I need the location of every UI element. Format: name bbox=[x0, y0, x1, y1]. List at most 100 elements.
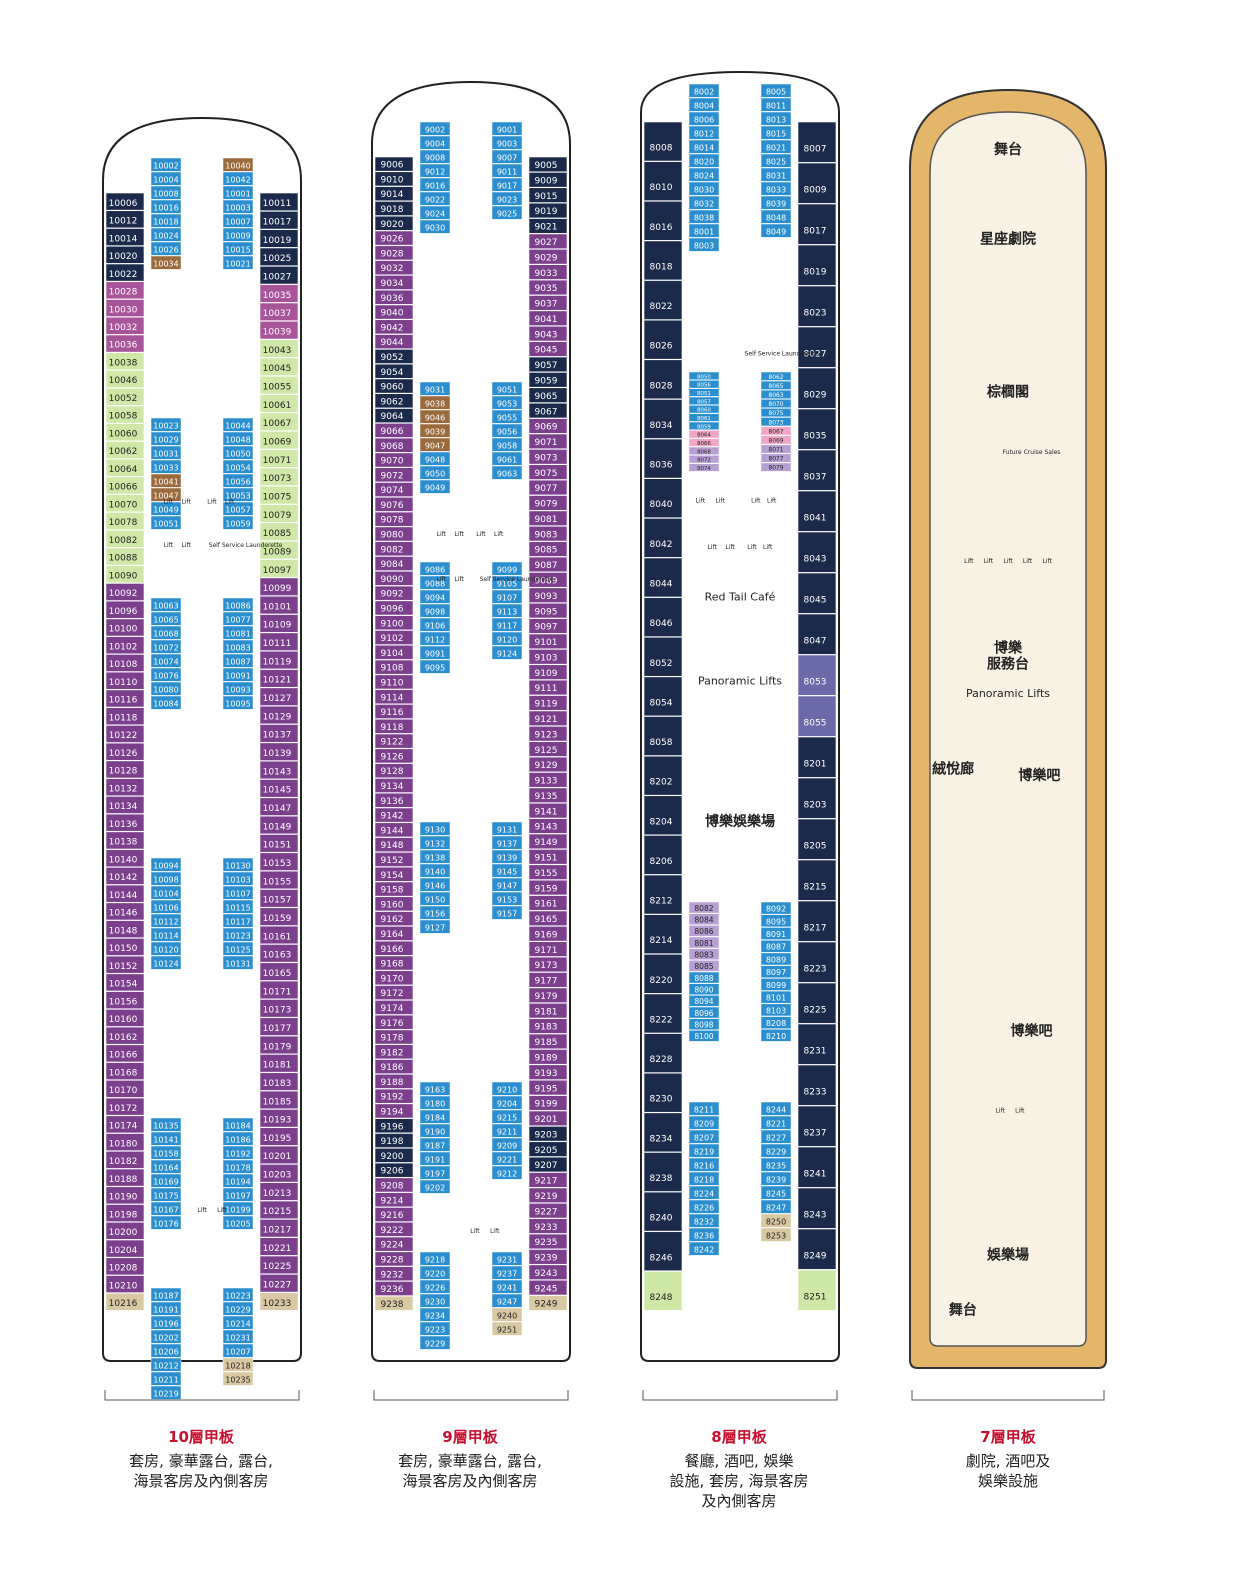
cabin[interactable] bbox=[105, 299, 145, 317]
cabin[interactable] bbox=[222, 157, 254, 172]
cabin[interactable] bbox=[105, 760, 145, 779]
cabin[interactable] bbox=[528, 956, 568, 973]
cabin[interactable] bbox=[259, 375, 299, 395]
cabin[interactable] bbox=[643, 835, 683, 875]
cabin[interactable] bbox=[259, 449, 299, 468]
cabin[interactable] bbox=[374, 792, 414, 808]
cabin[interactable] bbox=[528, 1095, 568, 1111]
cabin[interactable] bbox=[688, 1199, 720, 1214]
cabin[interactable] bbox=[760, 990, 792, 1004]
cabin[interactable] bbox=[150, 171, 182, 186]
cabin[interactable] bbox=[105, 778, 145, 797]
cabin[interactable] bbox=[374, 319, 414, 335]
cabin[interactable] bbox=[419, 835, 451, 850]
cabin[interactable] bbox=[105, 458, 145, 477]
cabin[interactable] bbox=[528, 741, 568, 757]
cabin[interactable] bbox=[491, 575, 523, 590]
cabin[interactable] bbox=[259, 192, 299, 212]
cabin[interactable] bbox=[528, 541, 568, 557]
cabin[interactable] bbox=[374, 334, 414, 350]
cabin[interactable] bbox=[105, 547, 145, 566]
cabin[interactable] bbox=[797, 408, 837, 450]
cabin[interactable] bbox=[419, 849, 451, 864]
cabin[interactable] bbox=[797, 1228, 837, 1270]
cabin[interactable] bbox=[491, 1123, 523, 1138]
cabin[interactable] bbox=[491, 1307, 523, 1322]
cabin[interactable] bbox=[222, 445, 254, 460]
cabin[interactable] bbox=[419, 219, 451, 234]
cabin[interactable] bbox=[419, 645, 451, 660]
cabin[interactable] bbox=[374, 556, 414, 571]
cabin[interactable] bbox=[528, 356, 568, 373]
cabin[interactable] bbox=[150, 473, 182, 488]
cabin[interactable] bbox=[419, 1251, 451, 1266]
cabin[interactable] bbox=[374, 1266, 414, 1282]
cabin[interactable] bbox=[760, 1129, 792, 1144]
cabin[interactable] bbox=[105, 991, 145, 1010]
cabin[interactable] bbox=[528, 295, 568, 311]
cabin[interactable] bbox=[105, 1150, 145, 1169]
cabin[interactable] bbox=[491, 451, 523, 466]
cabin[interactable] bbox=[528, 1264, 568, 1280]
cabin[interactable] bbox=[259, 632, 299, 651]
cabin[interactable] bbox=[374, 423, 414, 438]
cabin[interactable] bbox=[760, 139, 792, 154]
cabin[interactable] bbox=[374, 822, 414, 838]
cabin[interactable] bbox=[688, 380, 720, 389]
cabin[interactable] bbox=[105, 583, 145, 601]
cabin[interactable] bbox=[760, 83, 792, 98]
cabin[interactable] bbox=[491, 177, 523, 192]
cabin[interactable] bbox=[491, 631, 523, 646]
cabin[interactable] bbox=[643, 874, 683, 915]
cabin[interactable] bbox=[688, 1143, 720, 1158]
cabin[interactable] bbox=[259, 211, 299, 230]
cabin[interactable] bbox=[760, 914, 792, 928]
cabin[interactable] bbox=[150, 1357, 182, 1372]
cabin[interactable] bbox=[491, 1137, 523, 1152]
cabin[interactable] bbox=[797, 941, 837, 983]
cabin[interactable] bbox=[528, 587, 568, 603]
cabin[interactable] bbox=[528, 818, 568, 834]
cabin[interactable] bbox=[528, 479, 568, 496]
cabin[interactable] bbox=[259, 1164, 299, 1183]
cabin[interactable] bbox=[105, 565, 145, 584]
cabin[interactable] bbox=[419, 149, 451, 164]
cabin[interactable] bbox=[419, 1109, 451, 1124]
cabin[interactable] bbox=[528, 1002, 568, 1019]
cabin[interactable] bbox=[419, 465, 451, 480]
cabin[interactable] bbox=[797, 490, 837, 532]
cabin[interactable] bbox=[259, 302, 299, 321]
cabin[interactable] bbox=[150, 241, 182, 256]
cabin[interactable] bbox=[105, 494, 145, 513]
cabin[interactable] bbox=[105, 955, 145, 974]
cabin[interactable] bbox=[374, 452, 414, 468]
cabin[interactable] bbox=[491, 381, 523, 396]
cabin[interactable] bbox=[222, 941, 254, 956]
cabin[interactable] bbox=[105, 1115, 145, 1134]
cabin[interactable] bbox=[105, 263, 145, 282]
cabin[interactable] bbox=[491, 863, 523, 878]
cabin[interactable] bbox=[259, 925, 299, 945]
cabin[interactable] bbox=[222, 417, 254, 432]
cabin[interactable] bbox=[643, 716, 683, 756]
cabin[interactable] bbox=[150, 1301, 182, 1316]
cabin[interactable] bbox=[528, 664, 568, 680]
cabin[interactable] bbox=[491, 905, 523, 920]
cabin[interactable] bbox=[222, 255, 254, 270]
cabin[interactable] bbox=[105, 1204, 145, 1222]
cabin[interactable] bbox=[419, 205, 451, 220]
cabin[interactable] bbox=[374, 926, 414, 941]
cabin[interactable] bbox=[419, 451, 451, 466]
cabin[interactable] bbox=[528, 1064, 568, 1080]
cabin[interactable] bbox=[150, 1159, 182, 1174]
cabin[interactable] bbox=[419, 135, 451, 150]
cabin[interactable] bbox=[419, 561, 451, 576]
cabin[interactable] bbox=[259, 815, 299, 835]
cabin[interactable] bbox=[150, 1145, 182, 1160]
cabin[interactable] bbox=[105, 920, 145, 939]
cabin[interactable] bbox=[491, 1293, 523, 1308]
cabin[interactable] bbox=[374, 1118, 414, 1134]
cabin[interactable] bbox=[105, 1186, 145, 1205]
cabin[interactable] bbox=[643, 597, 683, 637]
cabin[interactable] bbox=[419, 905, 451, 920]
